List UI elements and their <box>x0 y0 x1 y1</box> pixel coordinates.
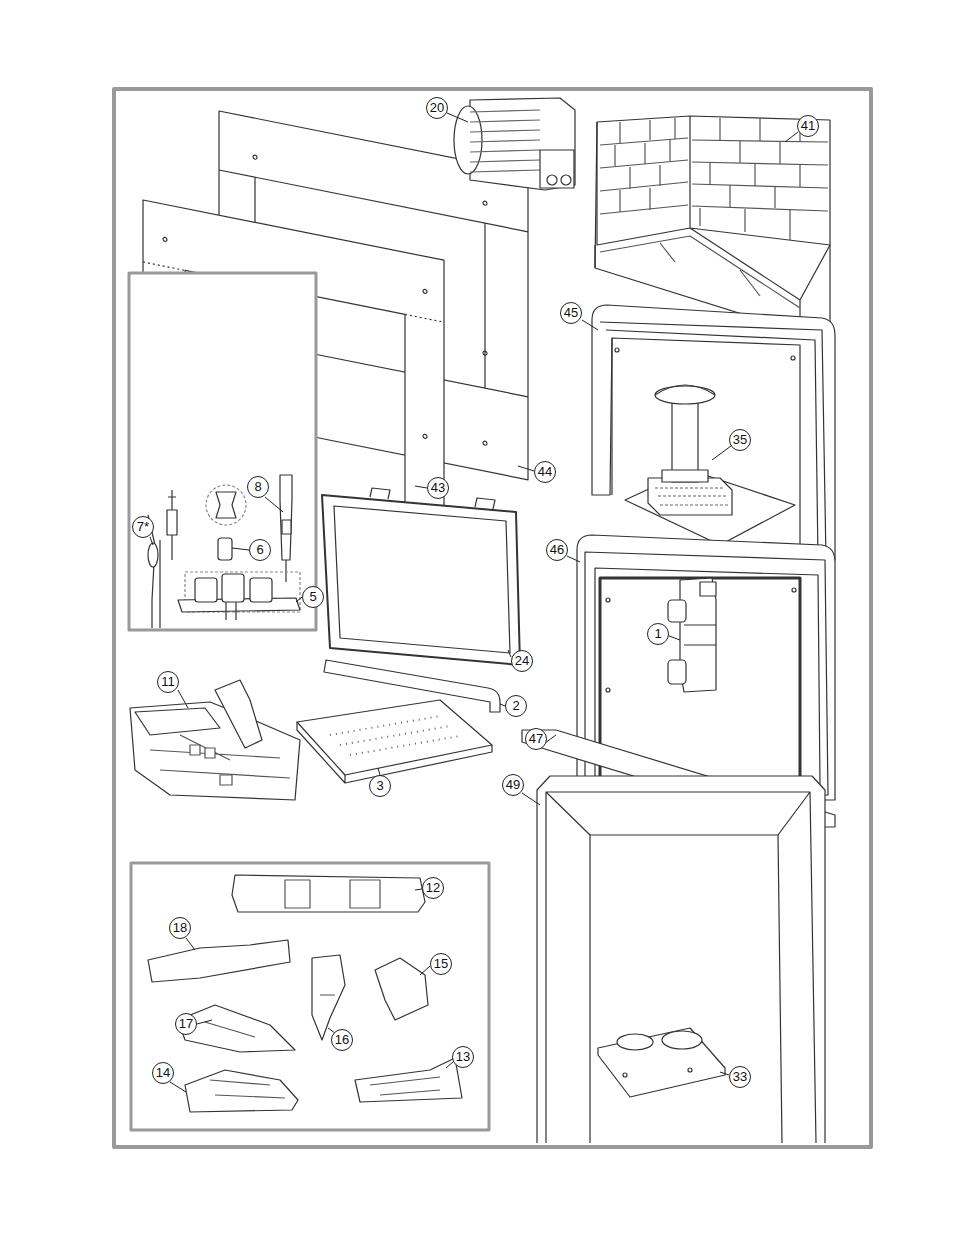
callout-number: 12 <box>422 877 444 899</box>
callout-number: 47 <box>525 728 547 750</box>
callout-number: 35 <box>729 429 751 451</box>
callout-number: 24 <box>511 650 533 672</box>
frame-with-vent <box>592 305 835 560</box>
callout-number: 11 <box>157 671 179 693</box>
pilot-parts-inset <box>129 273 316 630</box>
callout-number: 16 <box>331 1029 353 1051</box>
burner <box>297 660 500 783</box>
callout-number: 8 <box>247 476 269 498</box>
callout-number: 5 <box>302 586 324 608</box>
callout-number: 44 <box>534 461 556 483</box>
glass-door <box>322 488 520 665</box>
callout-number: 41 <box>797 115 819 137</box>
callout-number: 13 <box>452 1046 474 1068</box>
callout-number: 45 <box>560 302 582 324</box>
callout-number: 7* <box>132 516 154 538</box>
callout-number: 15 <box>430 953 452 975</box>
callout-number: 6 <box>249 539 271 561</box>
callout-number: 14 <box>152 1062 174 1084</box>
page-frame <box>114 89 871 1147</box>
callout-number: 46 <box>546 539 568 561</box>
callout-number: 20 <box>426 97 448 119</box>
callout-number: 2 <box>505 695 527 717</box>
callout-number: 17 <box>175 1013 197 1035</box>
vent-plate <box>598 1028 725 1097</box>
callout-number: 33 <box>729 1066 751 1088</box>
callout-number: 18 <box>169 917 191 939</box>
callout-number: 1 <box>647 623 669 645</box>
callout-number: 3 <box>369 775 391 797</box>
callout-number: 43 <box>427 477 449 499</box>
callout-number: 49 <box>502 774 524 796</box>
log-set <box>130 680 300 800</box>
brick-firebox <box>595 116 830 332</box>
surround <box>537 776 825 1143</box>
log-inset <box>131 863 489 1130</box>
blower <box>454 98 575 190</box>
leader-lines <box>150 113 798 1092</box>
